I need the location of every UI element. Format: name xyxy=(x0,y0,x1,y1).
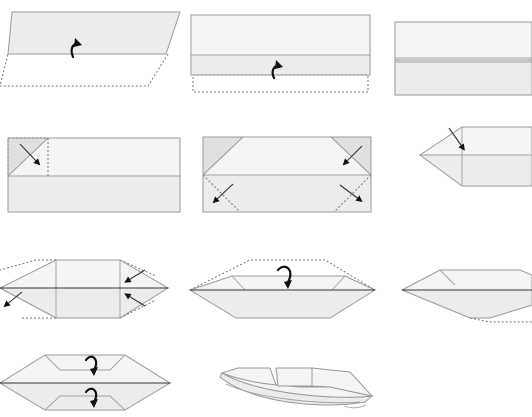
curl-arrow-icon-head xyxy=(90,367,98,376)
step-1 xyxy=(0,11,181,87)
step-6 xyxy=(418,126,532,187)
step-4 xyxy=(7,137,181,213)
fold-up-arrow-icon-head xyxy=(275,60,283,69)
step-11-boat xyxy=(219,367,374,409)
diagonal-arrow-icon xyxy=(3,291,23,308)
step-8 xyxy=(188,259,377,319)
fold-up-arrow-icon-head xyxy=(74,38,82,47)
diagonal-arrow-icon xyxy=(448,127,465,151)
curl-arrow-icon xyxy=(276,265,292,284)
step-10 xyxy=(0,354,172,411)
diagonal-arrow-icon xyxy=(342,145,363,166)
step-3 xyxy=(394,21,532,96)
step-2 xyxy=(190,14,371,93)
curl-arrow-icon-head xyxy=(284,280,292,289)
diagonal-arrow-icon xyxy=(124,269,146,283)
step-9 xyxy=(401,269,532,323)
step-7 xyxy=(0,259,170,319)
curl-arrow-icon-head xyxy=(90,399,98,408)
curl-arrow-icon xyxy=(84,387,98,404)
diagonal-arrow-icon xyxy=(212,183,234,204)
step-5 xyxy=(202,136,372,213)
diagonal-arrow-icon xyxy=(19,143,41,166)
curl-arrow-icon xyxy=(84,355,98,372)
diagonal-arrow-icon xyxy=(339,184,363,202)
diagonal-arrow-icon xyxy=(124,293,146,307)
